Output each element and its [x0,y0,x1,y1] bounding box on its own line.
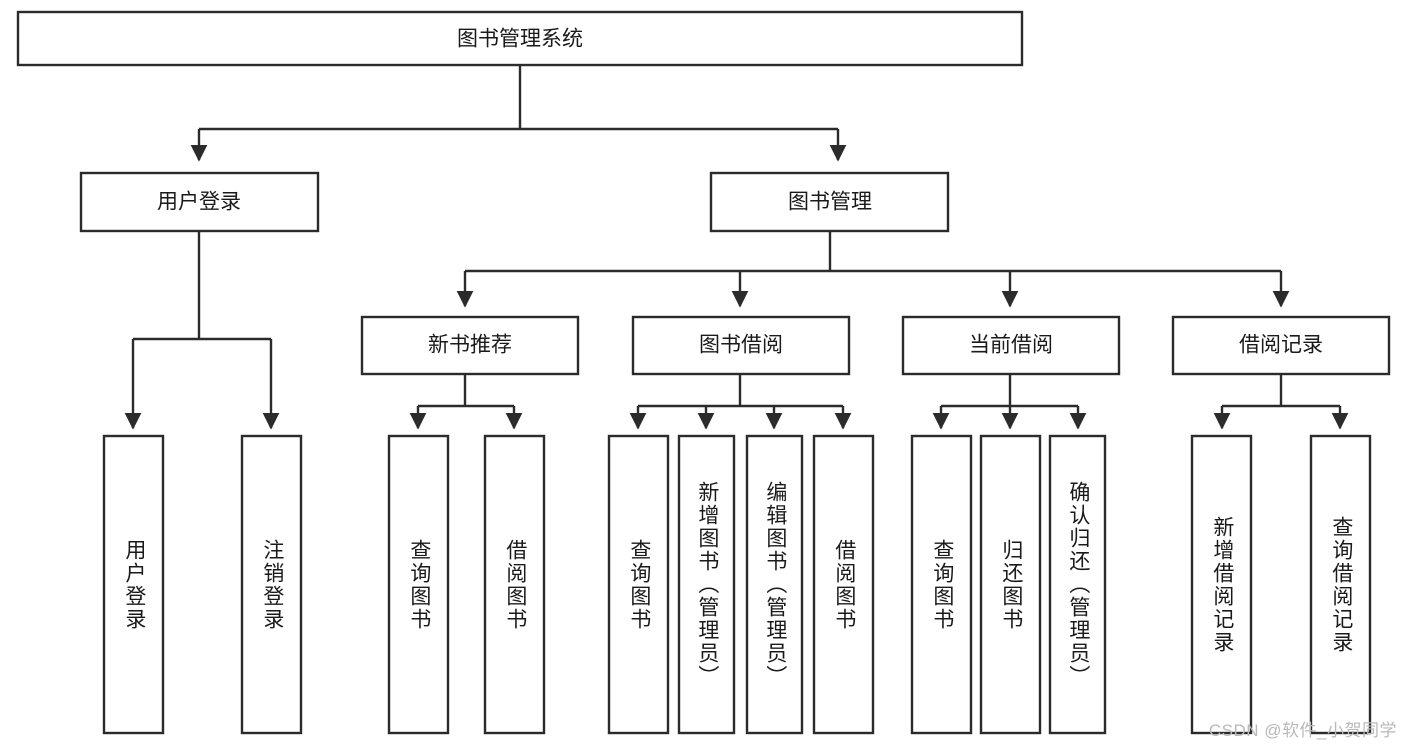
node-leaf-return-book[interactable] [979,434,1042,735]
node-leaf-query-book-3[interactable] [910,434,973,735]
connector-bookmanage-to-level3 [456,231,1290,308]
node-root[interactable]: 图书管理系统 [16,10,1024,67]
csdn-watermark: CSDN @软件_小贺同学 [1208,721,1397,740]
node-leaf-query-book-2[interactable] [607,434,670,735]
node-leaf-user-login[interactable] [102,434,165,735]
node-book-borrow-label: 图书借阅 [699,334,783,357]
node-book-manage[interactable]: 图书管理 [709,171,950,233]
connector-root-to-level2 [190,65,847,162]
node-leaf-query-record[interactable] [1309,434,1372,735]
connector-userlogin-to-leaves [124,231,280,430]
node-new-book-rec-label: 新书推荐 [428,334,512,357]
node-leaf-add-book[interactable] [677,434,736,735]
connector-newbook-to-leaves [409,374,523,430]
connector-borrowrecord-to-leaves [1213,374,1349,430]
node-leaf-borrow-book-2[interactable] [812,434,875,735]
connector-bookborrow-to-leaves [629,374,852,430]
node-root-label: 图书管理系统 [457,28,583,51]
node-user-login-label: 用户登录 [157,191,241,214]
node-leaf-query-book-1[interactable] [387,434,450,735]
node-current-borrow-label: 当前借阅 [969,334,1053,357]
node-book-manage-label: 图书管理 [788,191,872,214]
node-borrow-record-label: 借阅记录 [1239,334,1323,357]
node-leaf-borrow-book-1[interactable] [483,434,546,735]
node-leaf-confirm-return[interactable] [1048,434,1107,735]
node-current-borrow[interactable]: 当前借阅 [901,315,1121,376]
connector-currentborrow-to-leaves [932,374,1087,430]
node-leaf-logout[interactable] [240,434,303,735]
node-leaf-edit-book[interactable] [745,434,804,735]
node-new-book-rec[interactable]: 新书推荐 [360,315,580,376]
node-user-login[interactable]: 用户登录 [79,171,320,233]
node-leaf-add-record[interactable] [1190,434,1253,735]
node-borrow-record[interactable]: 借阅记录 [1171,315,1391,376]
node-book-borrow[interactable]: 图书借阅 [631,315,851,376]
